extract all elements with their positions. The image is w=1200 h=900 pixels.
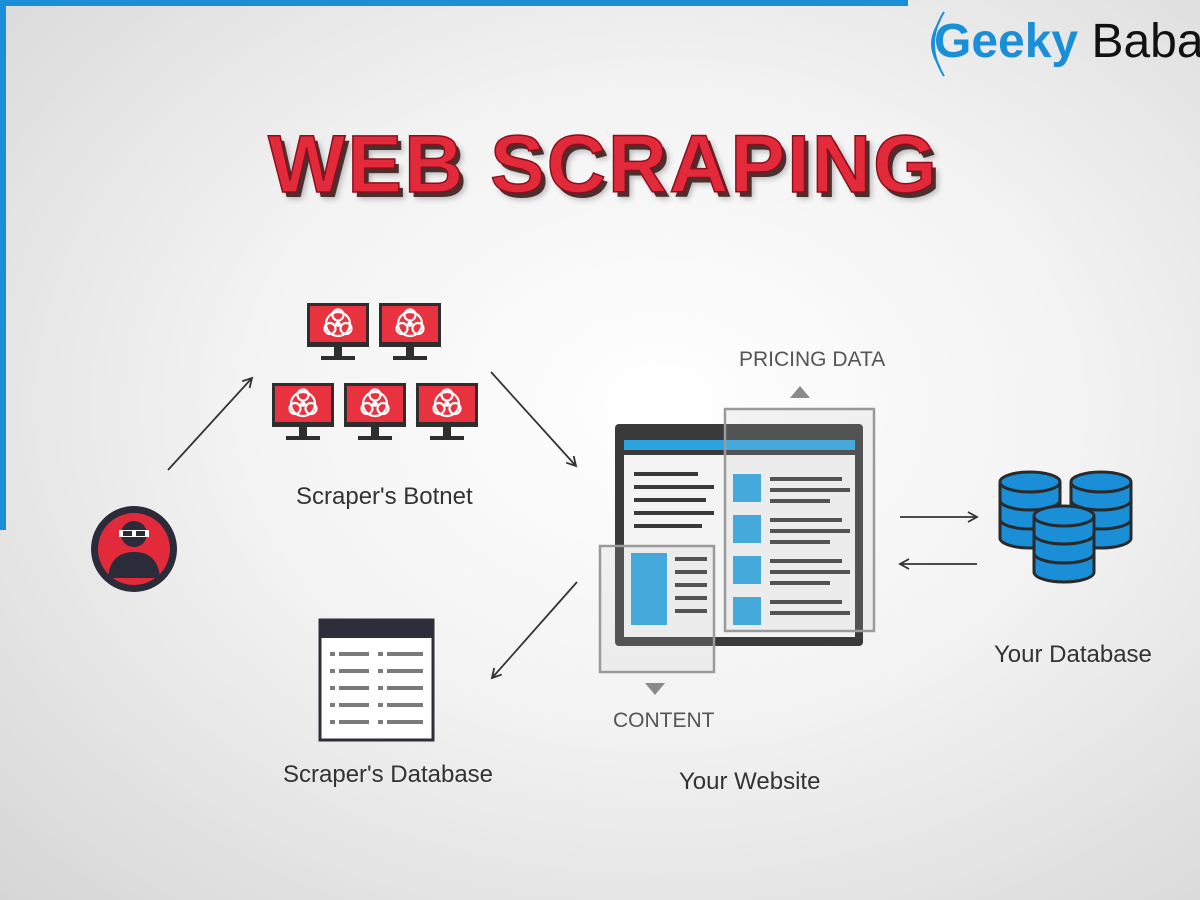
database-table-icon (318, 618, 435, 742)
your-database-label: Your Database (994, 641, 1152, 668)
signal-waves-icon (931, 11, 945, 77)
biohazard-monitor-icon (272, 383, 334, 442)
up-triangle-icon (790, 386, 810, 398)
biohazard-monitor-icon (344, 383, 406, 442)
arrow-to-botnet-icon (167, 376, 254, 471)
page-title: WEB SCRAPING (267, 118, 939, 211)
webpage-icon (598, 386, 876, 695)
logo-word-baba: Baba (1091, 15, 1200, 68)
down-triangle-icon (645, 683, 665, 695)
biohazard-monitor-icon (416, 383, 478, 442)
your-website-label: Your Website (679, 768, 821, 795)
top-accent-bar (0, 0, 908, 6)
pricing-data-label: PRICING DATA (739, 348, 886, 371)
biohazard-monitor-icon (307, 303, 369, 362)
logo-text: Geeky Baba (934, 14, 1200, 69)
geeky-baba-logo: Geeky Baba (918, 2, 1200, 82)
logo-word-geeky: Geeky (934, 15, 1079, 68)
biohazard-monitor-icon (379, 303, 441, 362)
botnet-group (272, 303, 478, 442)
database-cylinder-icon (998, 470, 1133, 584)
arrow-to-scraper-db-icon (490, 581, 578, 680)
title-container: WEB SCRAPING (267, 118, 1008, 218)
botnet-label: Scraper's Botnet (296, 483, 473, 510)
hacker-avatar-icon (91, 506, 177, 592)
content-label: CONTENT (613, 709, 715, 732)
arrow-to-website-icon (490, 371, 578, 468)
scraper-database-label: Scraper's Database (283, 761, 494, 788)
left-accent-bar (0, 0, 6, 530)
